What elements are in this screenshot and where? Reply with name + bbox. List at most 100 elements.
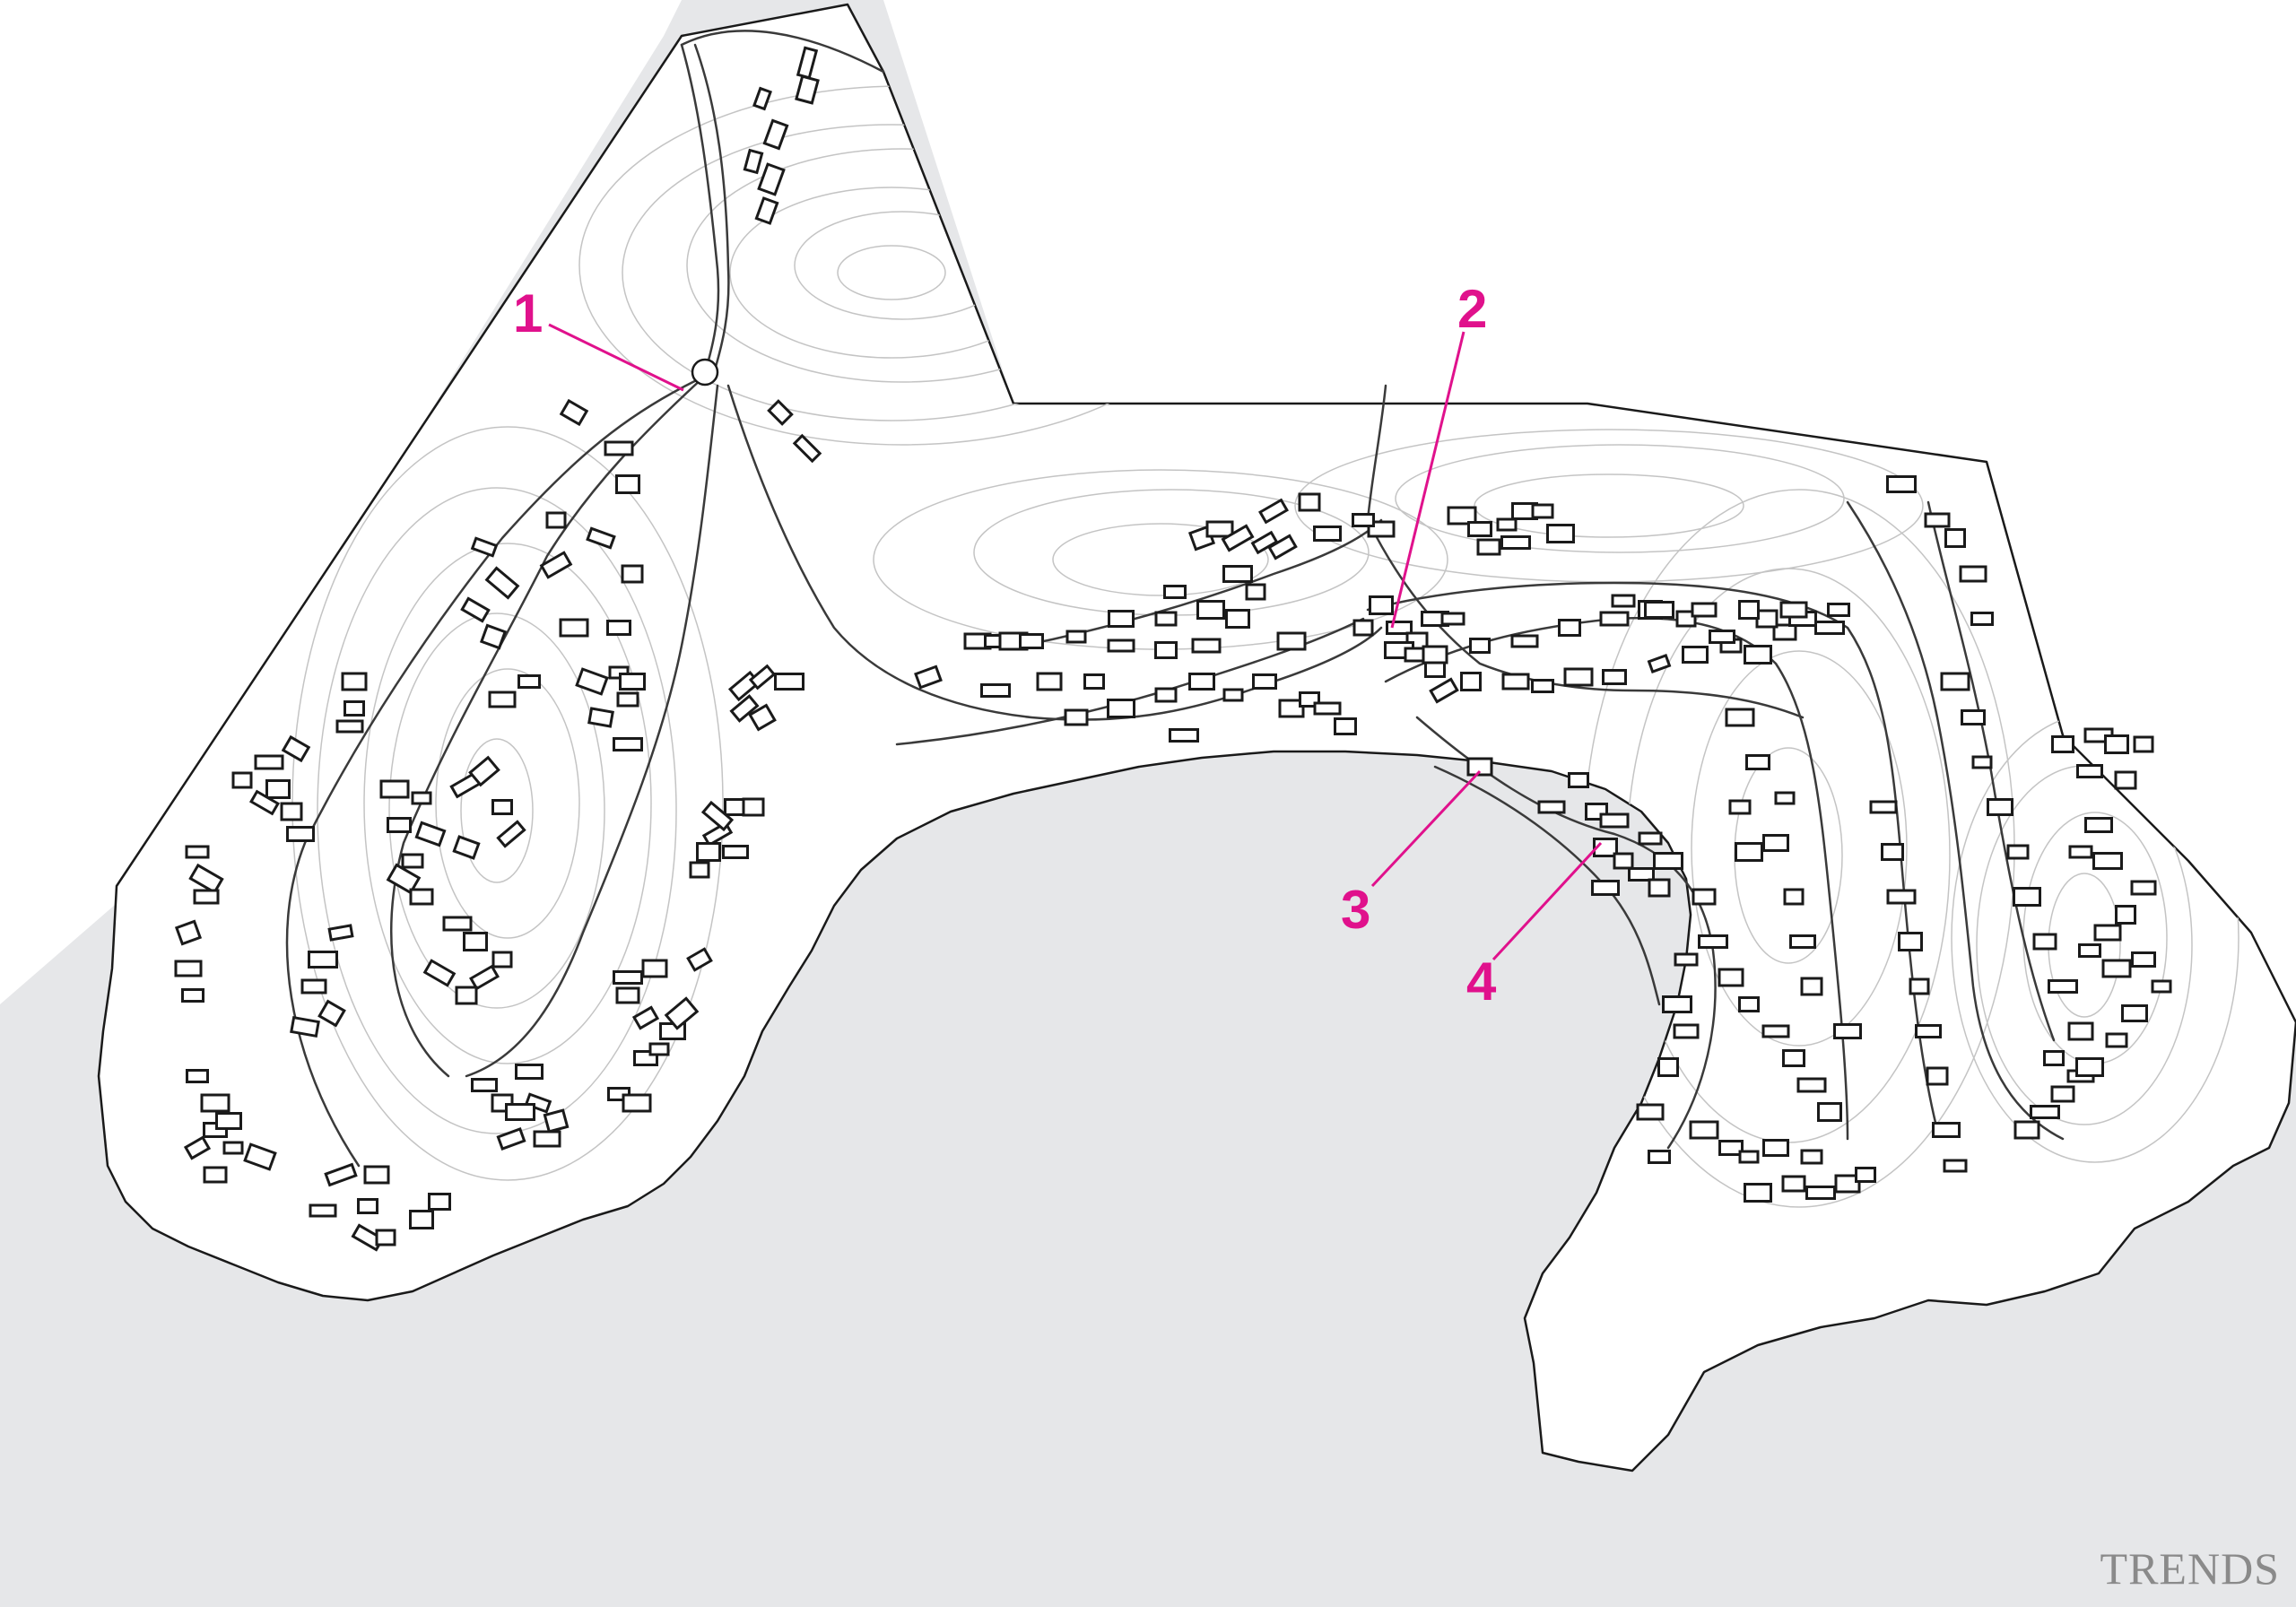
building <box>2130 880 2157 896</box>
building <box>324 1162 358 1187</box>
building <box>1313 526 1342 542</box>
building <box>1762 834 1789 852</box>
building <box>1467 521 1492 537</box>
building <box>1334 717 1357 735</box>
building <box>442 916 473 932</box>
building <box>1352 513 1375 527</box>
building <box>1987 798 2013 816</box>
building <box>1718 1140 1744 1156</box>
building <box>1657 1057 1679 1077</box>
building <box>1154 687 1178 703</box>
building <box>1460 672 1482 691</box>
building <box>604 440 634 456</box>
building <box>1926 1066 1949 1086</box>
building <box>2067 1021 2094 1041</box>
building <box>2093 924 2122 942</box>
building <box>1827 603 1850 617</box>
building <box>386 863 422 895</box>
building <box>615 474 640 494</box>
building <box>505 1103 535 1121</box>
building <box>1744 645 1772 665</box>
building <box>1648 878 1671 898</box>
building <box>1546 524 1575 543</box>
building <box>700 800 735 832</box>
building <box>470 536 499 558</box>
building <box>2075 1057 2104 1077</box>
road-top-branch <box>680 30 885 74</box>
building <box>2092 852 2123 870</box>
building <box>1709 630 1735 644</box>
building <box>1591 880 1620 896</box>
building <box>1602 669 1627 685</box>
building <box>914 665 943 690</box>
building <box>2043 1050 2065 1066</box>
building <box>1833 1023 1862 1039</box>
building <box>1222 688 1244 702</box>
building <box>1779 601 1808 619</box>
building <box>1647 654 1672 673</box>
building <box>203 1166 228 1184</box>
callout-labels: 1 2 3 4 <box>513 279 1497 1012</box>
building <box>774 673 804 691</box>
building <box>686 947 713 972</box>
building <box>2104 734 2129 754</box>
building <box>185 845 210 859</box>
building <box>265 779 291 799</box>
callout-label-1: 1 <box>513 283 543 343</box>
building <box>1738 600 1760 620</box>
building <box>1805 1186 1836 1200</box>
building <box>1970 612 1994 626</box>
building <box>1745 754 1770 770</box>
building <box>1510 634 1539 648</box>
building <box>1531 503 1554 519</box>
callout-line-3 <box>1370 769 1482 888</box>
building <box>2013 1120 2040 1140</box>
building <box>1796 1077 1827 1093</box>
building <box>748 703 777 732</box>
building <box>792 433 822 464</box>
building <box>243 1142 277 1171</box>
building <box>1276 631 1307 651</box>
building <box>575 667 609 696</box>
building <box>1783 888 1805 906</box>
building <box>1814 621 1845 635</box>
building <box>300 978 327 995</box>
building <box>1568 772 1589 788</box>
building <box>460 596 491 623</box>
building <box>748 664 777 691</box>
building <box>1781 1175 1806 1193</box>
building <box>1369 595 1394 615</box>
building <box>767 399 794 426</box>
road-east-outer <box>1926 500 2056 1042</box>
road-west-loop-inner <box>390 375 706 1078</box>
building <box>469 964 500 991</box>
building <box>2151 979 2172 994</box>
building <box>2105 1032 2128 1048</box>
building <box>317 999 346 1028</box>
building <box>308 951 338 969</box>
building <box>363 1165 390 1185</box>
building <box>1971 755 1993 769</box>
road-east-far <box>1846 500 2065 1141</box>
building <box>559 398 589 427</box>
road-east-curve <box>1384 616 1849 1141</box>
building <box>254 754 284 770</box>
building <box>1245 583 1266 601</box>
building <box>2013 887 2041 907</box>
building <box>586 526 616 550</box>
building <box>754 196 779 225</box>
building <box>2131 951 2156 968</box>
building <box>409 1210 434 1229</box>
building <box>2068 845 2093 859</box>
road-west-ridge <box>465 384 719 1078</box>
building <box>1065 630 1087 644</box>
building <box>335 719 364 734</box>
building <box>2133 735 2154 753</box>
building <box>409 888 434 906</box>
building <box>1944 528 1966 548</box>
building <box>193 889 220 905</box>
building <box>468 755 500 787</box>
building <box>1429 677 1459 704</box>
building <box>2076 764 2103 778</box>
building <box>1163 585 1187 599</box>
